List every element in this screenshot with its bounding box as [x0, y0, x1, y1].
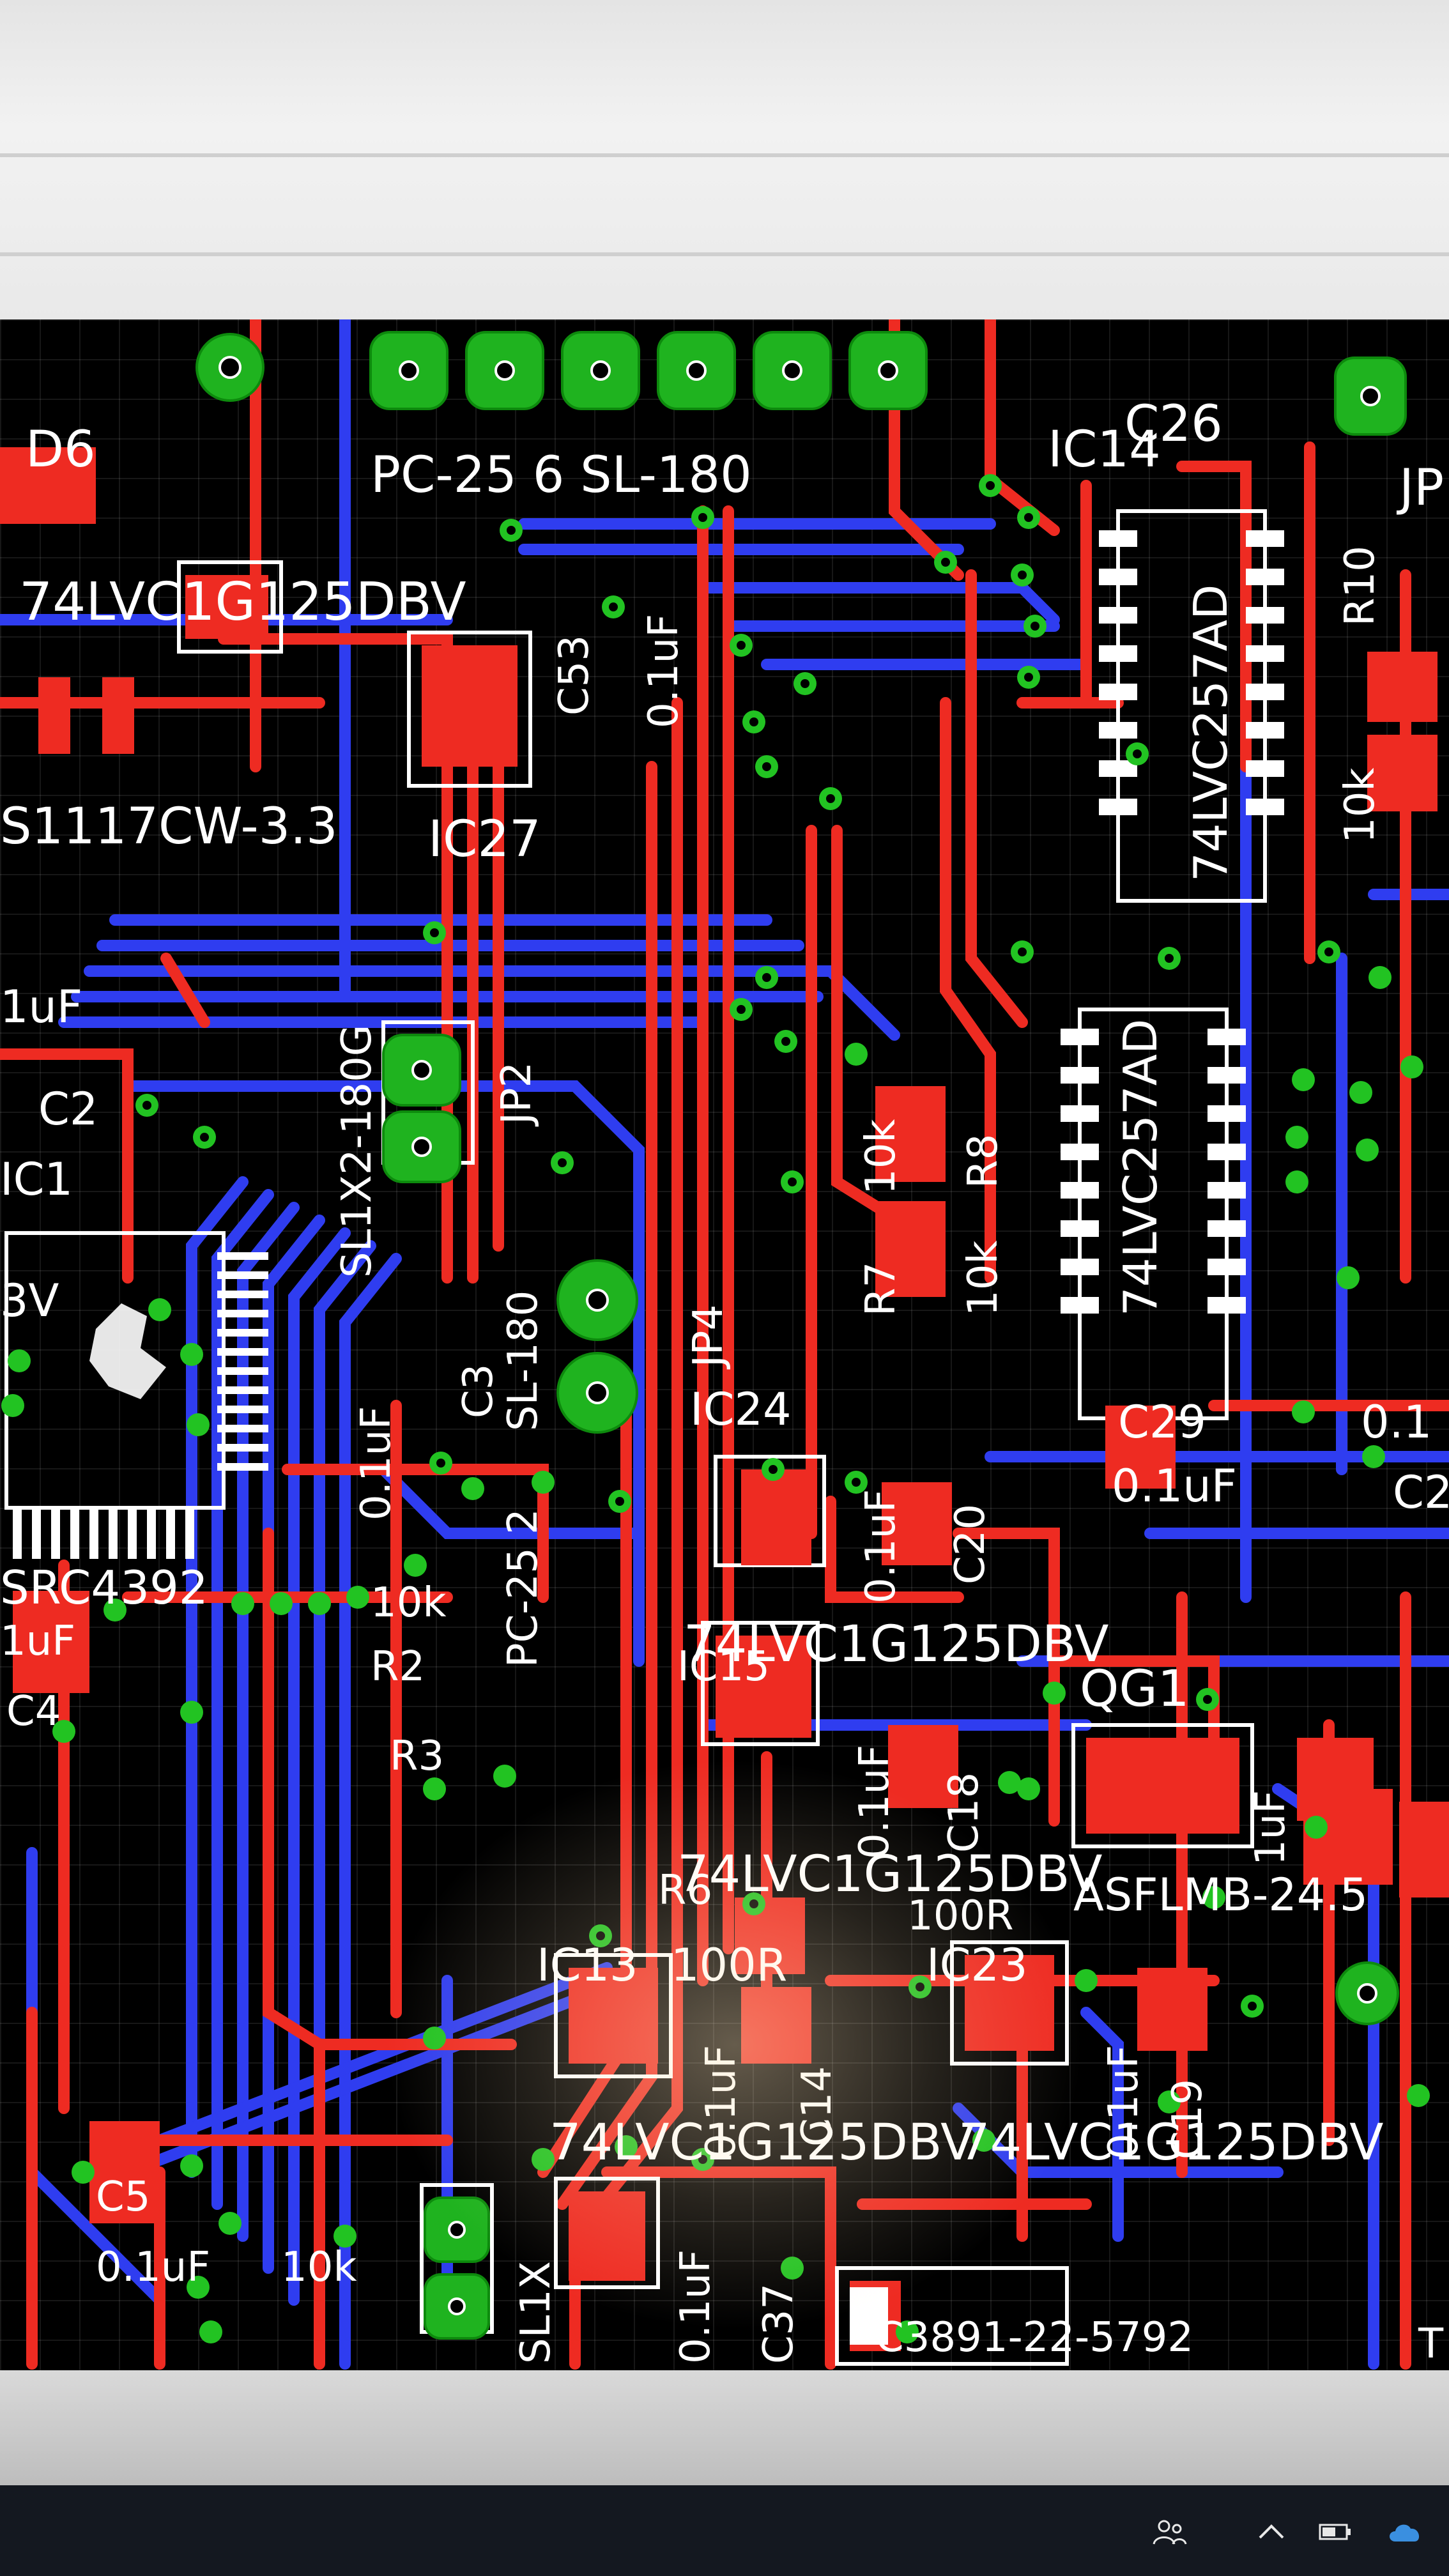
label-ic24: IC24: [690, 1383, 792, 1436]
label-r-10k: 10k: [371, 1579, 447, 1627]
pcb-board-svg[interactable]: D6 PC-25 6 SL-180 IC14 C26 JP 74LVC1G125…: [0, 319, 1449, 2370]
label-c-mid: C3: [455, 1364, 502, 1418]
label-ic15-val: 74LVC1G125DBV: [677, 1846, 1102, 1903]
label-c14-val: 0.1uF: [698, 2045, 745, 2159]
vias: [1, 474, 1430, 2343]
label-ic25-val: 74LVC1G125DBV: [684, 1616, 1108, 1673]
label-d6: D6: [26, 421, 96, 479]
label-c-left: 1uF: [0, 981, 82, 1033]
ic-pins: [13, 530, 1284, 2345]
label-c-right: C2: [1393, 1466, 1449, 1519]
cloud-icon[interactable]: [1386, 2517, 1425, 2547]
label-v-left: 3V: [0, 1275, 59, 1327]
label-c19: C19: [1164, 2079, 1211, 2159]
label-c-bot: C37: [755, 2283, 802, 2364]
bezel-line: [0, 153, 1449, 157]
label-c18: C18: [940, 1772, 988, 1853]
label-c-mid-val: 0.1uF: [353, 1406, 400, 1521]
label-r7-val: 10k: [857, 1119, 905, 1195]
label-r2: R2: [371, 1643, 425, 1690]
pcb-layout-canvas[interactable]: D6 PC-25 6 SL-180 IC14 C26 JP 74LVC1G125…: [0, 319, 1449, 2370]
monitor-bezel-bottom: [0, 2370, 1449, 2485]
label-r10-val: 10k: [1337, 768, 1384, 844]
label-jp4: JP4: [685, 1305, 732, 1370]
label-c-bot-val: 0.1uF: [672, 2250, 719, 2364]
label-r10: R10: [1337, 546, 1384, 626]
label-c4-val: 1uF: [0, 1618, 75, 1665]
label-c18-val: 0.1uF: [851, 1745, 898, 1859]
label-ic-top-left: 74LVC1G125DBV: [19, 572, 466, 632]
label-t-right: T: [1418, 2320, 1444, 2368]
label-r-10k-b: 10k: [281, 2244, 357, 2291]
label-r7: R7: [857, 1262, 905, 1316]
label-ic1: IC1: [0, 1153, 73, 1206]
label-r3: R3: [390, 1733, 444, 1780]
label-c5: C5: [96, 2174, 150, 2221]
label-r8-val: 10k: [960, 1241, 1007, 1317]
label-c4: C4: [6, 1688, 61, 1735]
label-r6: R6: [658, 1867, 712, 1914]
label-conn: C3891-22-5792: [875, 2314, 1193, 2361]
label-jp2: JP2: [493, 1062, 540, 1127]
label-c20-val: 0.1uF: [857, 1489, 905, 1604]
label-pc25-mid: PC-25 2: [500, 1508, 547, 1667]
label-c-right-val: 0.1: [1361, 1396, 1432, 1448]
label-jp-right: JP: [1396, 459, 1444, 517]
label-lvc257-top: 74LVC257AD: [1184, 585, 1238, 882]
ti-logo-icon: [89, 1303, 166, 1399]
chevron-up-icon[interactable]: [1252, 2517, 1291, 2547]
label-lvc257-mid: 74LVC257AD: [1114, 1019, 1167, 1316]
label-pc25-top: PC-25 6 SL-180: [371, 447, 752, 504]
label-qg1: QG1: [1080, 1660, 1189, 1718]
label-sl180-mid: SL-180: [500, 1291, 547, 1431]
label-c29: C29: [1118, 1396, 1206, 1448]
label-c19-val: 0.1uF: [1100, 2045, 1147, 2159]
label-r8: R8: [960, 1134, 1007, 1188]
label-src: SRC4392: [0, 1561, 208, 1614]
label-c2: C2: [38, 1083, 98, 1135]
label-jp-bot: SL1X: [512, 2261, 560, 2364]
label-ic27: IC27: [428, 811, 541, 868]
silkscreen-labels: D6 PC-25 6 SL-180 IC14 C26 JP 74LVC1G125…: [0, 395, 1449, 2368]
label-ic15: IC15: [677, 1643, 770, 1690]
label-ic23: IC23: [926, 1939, 1028, 1991]
bezel-line: [0, 252, 1449, 256]
battery-icon[interactable]: [1316, 2517, 1354, 2547]
taskbar[interactable]: [0, 2485, 1449, 2576]
bottom-layer-traces: [0, 319, 1449, 2370]
label-ic23-val: 74LVC1G125DBV: [958, 2114, 1383, 2172]
label-ic14: IC14: [1048, 421, 1161, 479]
label-c20: C20: [947, 1504, 994, 1584]
label-c53: C53: [551, 635, 598, 716]
label-jp2-val: SL1X2-180G: [334, 1025, 381, 1278]
label-c14: C14: [793, 2066, 841, 2147]
label-ic13: IC13: [537, 1939, 638, 1991]
label-r-100r: 100R: [671, 1939, 787, 1991]
label-c29-val: 0.1uF: [1112, 1460, 1237, 1512]
label-r6-val: 100R: [907, 1892, 1014, 1940]
label-osc: ASFLMB-24.5: [1073, 1869, 1368, 1921]
label-reg: S1117CW-3.3: [0, 798, 338, 855]
label-c-qg-val: 1uF: [1247, 1790, 1294, 1866]
component-pads: [0, 447, 1449, 2351]
monitor-bezel-top: [0, 0, 1449, 319]
label-c26: C26: [1124, 395, 1223, 453]
people-icon[interactable]: [1150, 2517, 1188, 2547]
label-c5-val: 0.1uF: [96, 2244, 210, 2291]
label-ic13-val: 74LVC1G125DBV: [549, 2114, 974, 2172]
through-hole-pads[interactable]: [195, 331, 1407, 2340]
label-c53-val: 0.1uF: [640, 614, 687, 728]
